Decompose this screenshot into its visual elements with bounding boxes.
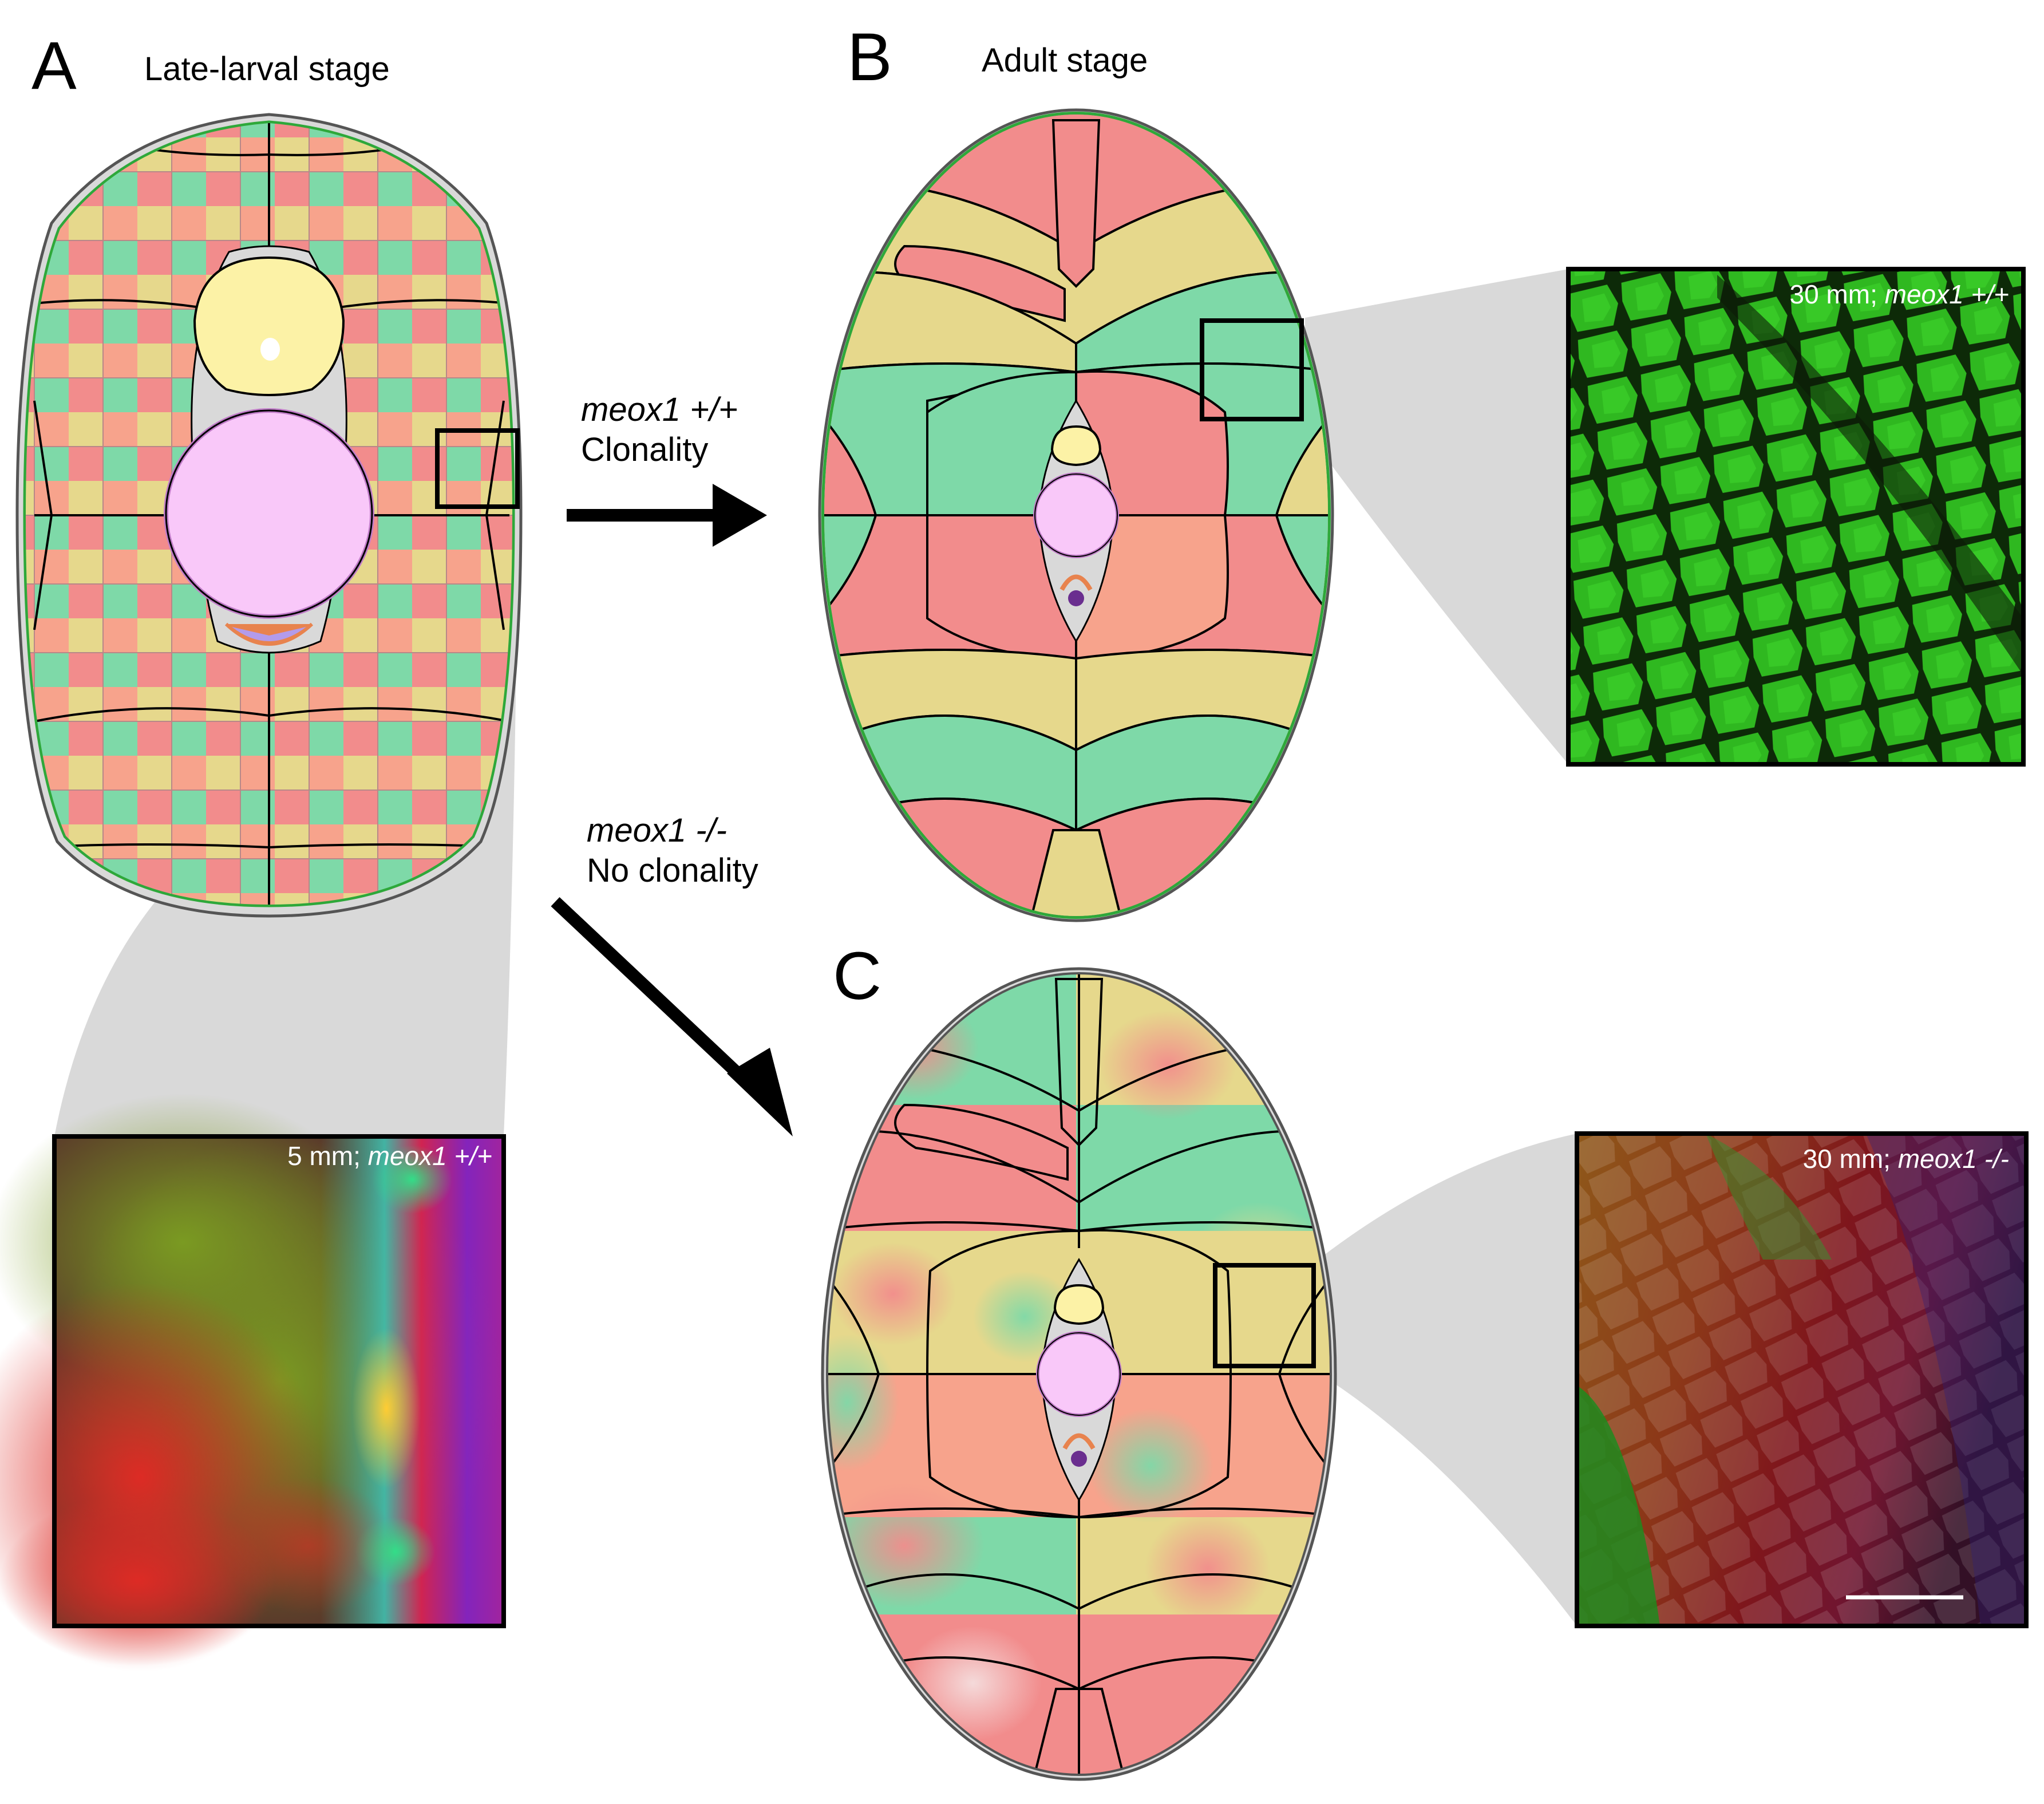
panel-c: C <box>821 938 2029 1781</box>
panel-letter-c: C <box>833 938 881 1014</box>
svg-text:5 mm; meox1 +/+: 5 mm; meox1 +/+ <box>287 1141 492 1171</box>
condition-wildtype: meox1 +/+ Clonality <box>567 391 767 547</box>
micrograph-wt-genotype: meox1 +/+ <box>1885 279 2009 309</box>
zoom-box-b <box>1200 318 1304 421</box>
svg-text:30 mm; meox1 -/-: 30 mm; meox1 -/- <box>1803 1144 2009 1174</box>
panel-a: A Late-larval stage <box>0 28 523 1672</box>
mutant-genotype: meox1 -/- <box>587 812 727 849</box>
notochord <box>164 408 374 619</box>
micrograph-wt-size: 30 mm; <box>1789 279 1884 309</box>
magnification-funnel-b <box>1305 269 1568 764</box>
panel-b-title: Adult stage <box>982 42 1148 79</box>
arrow-to-adult-mut <box>551 897 793 1136</box>
panel-a-title: Late-larval stage <box>144 50 390 88</box>
micrograph-larval: 5 mm; meox1 +/+ <box>0 1094 506 1672</box>
magnification-funnel-a <box>54 504 518 1136</box>
zoom-box-a <box>435 428 520 509</box>
mutant-outcome: No clonality <box>587 852 758 889</box>
micrograph-adult-wt: 30 mm; meox1 +/+ <box>1566 267 2026 767</box>
wildtype-outcome: Clonality <box>581 431 708 468</box>
wildtype-genotype: meox1 +/+ <box>581 391 738 428</box>
svg-text:meox1 -/-: meox1 -/- <box>587 812 727 849</box>
neural-tube <box>193 256 345 396</box>
micrograph-mut-genotype: meox1 -/- <box>1898 1144 2009 1174</box>
zoom-box-c <box>1213 1263 1316 1368</box>
neural-canal <box>260 338 280 361</box>
adult-wt-cross-section <box>818 108 1334 922</box>
svg-text:meox1 +/+: meox1 +/+ <box>581 391 738 428</box>
panel-b: B Adult stage <box>818 19 2026 922</box>
micrograph-larval-genotype: meox1 +/+ <box>368 1141 492 1171</box>
panel-letter-b: B <box>847 19 892 95</box>
micrograph-adult-mut: 30 mm; meox1 -/- <box>1575 1131 2029 1628</box>
panel-letter-a: A <box>31 28 77 104</box>
magnification-funnel-c <box>1311 1134 1577 1626</box>
adult-mut-cross-section <box>821 967 1337 1781</box>
arrow-to-adult-wt <box>567 484 767 547</box>
larval-cross-section <box>15 113 523 918</box>
svg-text:30 mm; meox1 +/+: 30 mm; meox1 +/+ <box>1789 279 2009 309</box>
micrograph-mut-size: 30 mm; <box>1803 1144 1898 1174</box>
micrograph-larval-size: 5 mm; <box>287 1141 368 1171</box>
condition-mutant: meox1 -/- No clonality <box>551 812 793 1136</box>
